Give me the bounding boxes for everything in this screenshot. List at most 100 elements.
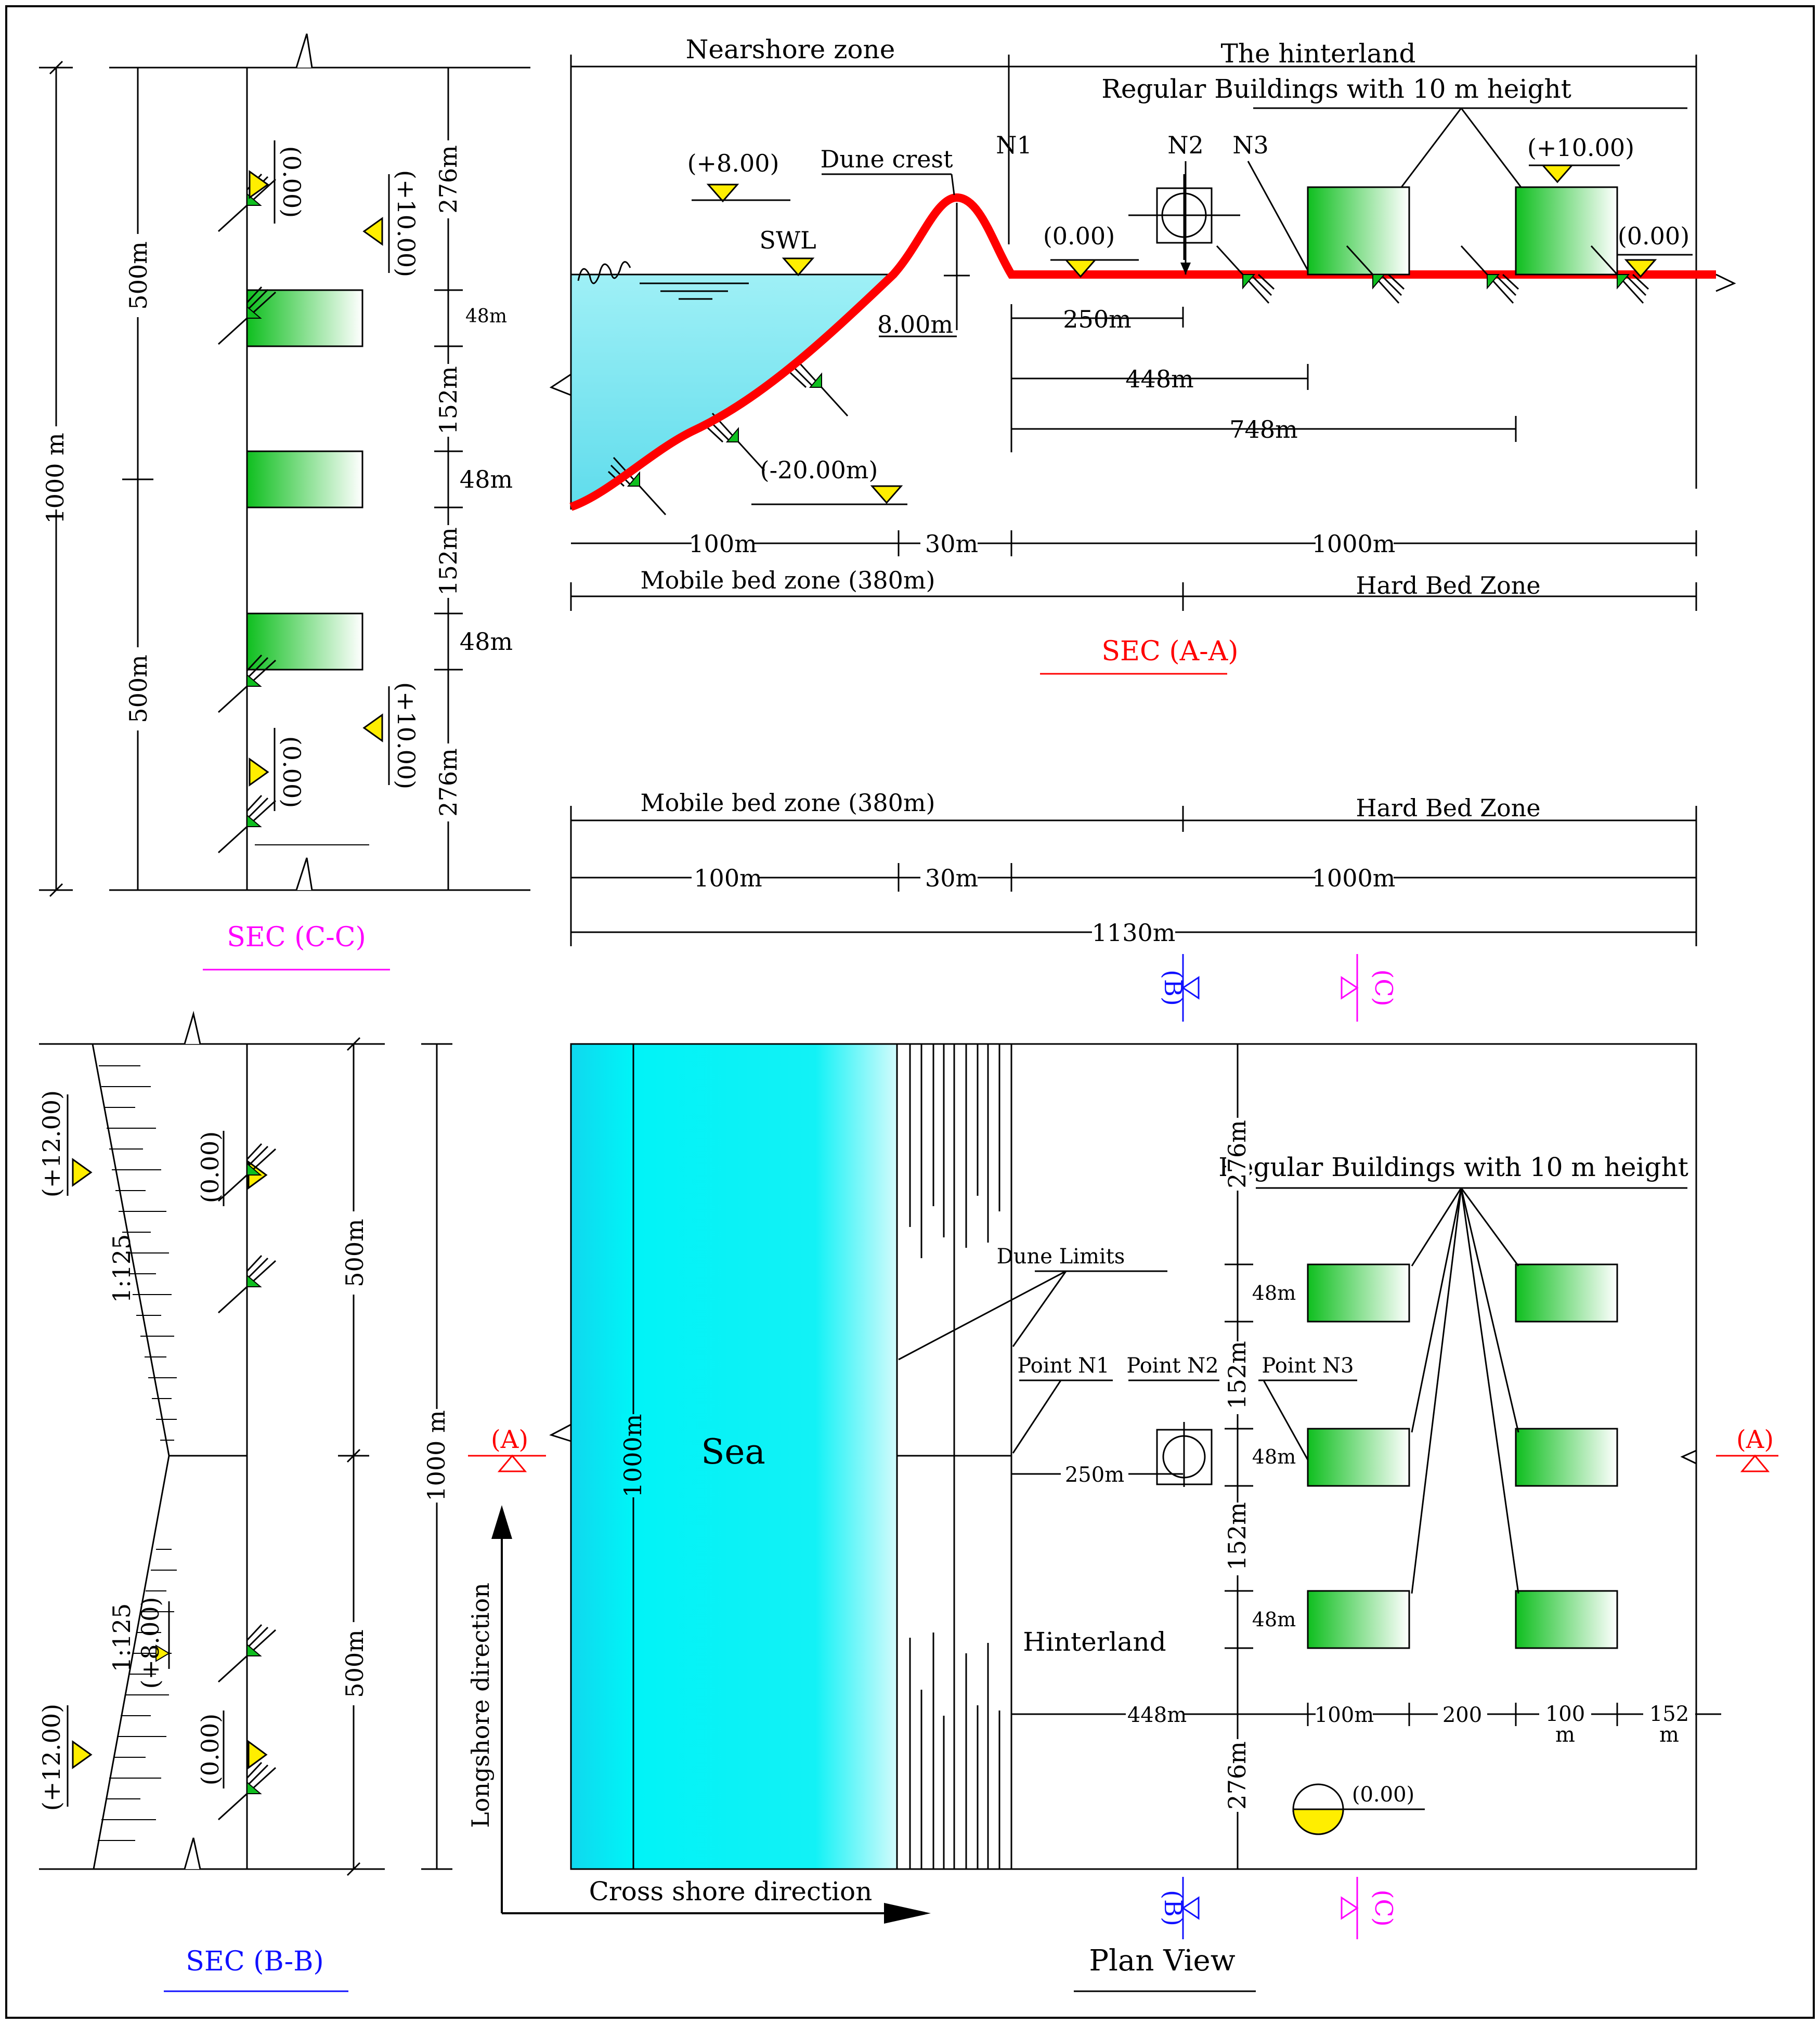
cc-dim-276-top: 276m: [434, 145, 462, 213]
cc-level-zero-top: (0.00): [278, 146, 306, 218]
point-n1-label: Point N1: [1017, 1354, 1109, 1378]
cut-c-bottom: (C): [1370, 1889, 1398, 1926]
plan-level-zero: (0.00): [1352, 1783, 1414, 1807]
dune-height-label: 8.00m: [877, 310, 953, 338]
section-bb: 1:125 1:125 (+12.00) (+12.00) (+8.00) (0…: [37, 1011, 452, 1992]
building-cc-1: [246, 289, 363, 347]
cross-shore-label: Cross shore direction: [589, 1876, 873, 1907]
bb-slope-bot: 1:125: [108, 1603, 136, 1673]
dim-748-aa: 748m: [1229, 415, 1297, 443]
node-n2-label: N2: [1167, 131, 1204, 159]
plan-view: Sea 1000m Dune Limits Point N1: [466, 1043, 1778, 1992]
sec-bb-title: SEC (B-B): [186, 1946, 323, 1977]
mobile-bed-aa: Mobile bed zone (380m): [641, 566, 935, 594]
bb-level-12-bot: (+12.00): [37, 1704, 66, 1811]
plan-dim-152-1: 152m: [1223, 1341, 1251, 1409]
plan-sea-length: 1000m: [619, 1414, 647, 1498]
dim-100-aa: 100m: [688, 530, 757, 558]
wave-symbol: [577, 261, 631, 284]
plan-building-1: [1307, 1263, 1410, 1323]
hinterland-zone-label: The hinterland: [1220, 38, 1415, 69]
sec-cc-title: SEC (C-C): [227, 922, 366, 953]
plan-dim-200: 200: [1442, 1703, 1482, 1727]
cc-dim-276-bot: 276m: [434, 748, 462, 816]
level-zero-a: (0.00): [1043, 222, 1115, 250]
cc-level-zero-bot: (0.00): [278, 736, 306, 808]
cc-dim-500-top: 500m: [124, 241, 152, 309]
plan-view-title: Plan View: [1089, 1944, 1235, 1978]
plan-dim-448: 448m: [1127, 1703, 1187, 1727]
bb-level-12-top: (+12.00): [37, 1090, 66, 1197]
bb-level-zero-top: (0.00): [196, 1131, 224, 1203]
dim-100-mid: 100m: [694, 864, 762, 892]
building-aa-2: [1515, 186, 1618, 276]
plan-dim-100a: 100m: [1315, 1703, 1374, 1727]
bb-dim-500-top: 500m: [341, 1219, 369, 1287]
cut-b-top: (B): [1159, 970, 1187, 1006]
plan-dim-100b: 100: [1545, 1702, 1585, 1726]
cc-dim-48-2: 48m: [460, 465, 513, 493]
dim-1130-mid: 1130m: [1092, 919, 1176, 947]
section-aa: Nearshore zone The hinterland Regular Bu…: [549, 34, 1736, 675]
cut-c-top: (C): [1370, 969, 1398, 1006]
plan-sea-label: Sea: [701, 1432, 765, 1472]
plan-dim-152: 152: [1649, 1702, 1689, 1726]
plan-dim-48-3: 48m: [1252, 1608, 1296, 1631]
cc-dim-48-1: 48m: [465, 306, 507, 327]
middle-dimensions: Mobile bed zone (380m) Hard Bed Zone 100…: [570, 789, 1697, 1022]
building-cc-2: [246, 450, 363, 508]
dune-limits-label: Dune Limits: [997, 1245, 1125, 1269]
plan-hinterland-label: Hinterland: [1023, 1627, 1166, 1657]
cc-level-bldg-top: (+10.00): [392, 170, 420, 277]
bb-dim-500-bot: 500m: [341, 1629, 369, 1697]
cc-dim-1000: 1000 m: [41, 433, 69, 524]
hard-bed-mid: Hard Bed Zone: [1356, 794, 1540, 822]
bb-slope-hatching: [98, 1065, 177, 1841]
bb-slope-top: 1:125: [108, 1234, 136, 1303]
dim-448-aa: 448m: [1125, 365, 1193, 393]
dim-1000-aa: 1000m: [1312, 530, 1396, 558]
plan-dim-276-bot: 276m: [1223, 1741, 1251, 1809]
point-n2-label: Point N2: [1126, 1354, 1218, 1378]
plan-dim-276-top: 276m: [1223, 1120, 1251, 1188]
sec-aa-title: SEC (A-A): [1101, 636, 1238, 667]
dim-30-mid: 30m: [925, 864, 978, 892]
plan-dim-100b-unit: m: [1555, 1723, 1575, 1747]
nearshore-zone-label: Nearshore zone: [686, 34, 895, 64]
section-cc: 1000 m 500m 500m (0.00) (+10.00) (+10.00…: [39, 33, 530, 971]
dune-crest-label: Dune crest: [820, 145, 953, 173]
plan-building-5: [1307, 1590, 1410, 1649]
plan-building-2: [1515, 1263, 1618, 1323]
cc-level-bldg-bot: (+10.00): [392, 682, 420, 789]
cc-dim-500-bot: 500m: [124, 655, 152, 723]
cut-a-left: (A): [491, 1425, 528, 1454]
plan-dim-48-1: 48m: [1252, 1282, 1296, 1304]
bed-profile-line: [569, 193, 1696, 511]
bb-level-zero-bot: (0.00): [196, 1714, 224, 1785]
swl-label: SWL: [759, 226, 816, 254]
dim-250-aa: 250m: [1063, 305, 1131, 333]
plan-dim-152-unit: m: [1659, 1723, 1679, 1747]
node-n3-label: N3: [1232, 131, 1269, 159]
cc-dim-152-2: 152m: [434, 527, 462, 595]
plan-building-6: [1515, 1590, 1618, 1649]
dim-30-aa: 30m: [925, 530, 978, 558]
cc-dim-48-3: 48m: [460, 628, 513, 656]
building-aa-1: [1307, 186, 1410, 276]
level-dune-aa: (+8.00): [687, 149, 779, 177]
point-n3-label: Point N3: [1262, 1354, 1354, 1378]
level-bottom-aa: (-20.00m): [760, 456, 878, 484]
cut-a-right: (A): [1736, 1425, 1774, 1454]
plan-buildings-label: Regular Buildings with 10 m height: [1218, 1152, 1688, 1182]
buildings-label-aa: Regular Buildings with 10 m height: [1101, 74, 1571, 104]
level-building-aa: (+10.00): [1527, 134, 1634, 162]
plan-dim-152-2: 152m: [1223, 1502, 1251, 1570]
longshore-label: Longshore direction: [466, 1583, 495, 1828]
cut-b-bottom: (B): [1159, 1890, 1187, 1926]
bb-dim-1000: 1000 m: [422, 1410, 450, 1501]
plan-building-3: [1307, 1428, 1410, 1487]
cc-dim-152-1: 152m: [434, 366, 462, 434]
plan-dim-48-2: 48m: [1252, 1445, 1296, 1468]
plan-building-4: [1515, 1428, 1618, 1487]
